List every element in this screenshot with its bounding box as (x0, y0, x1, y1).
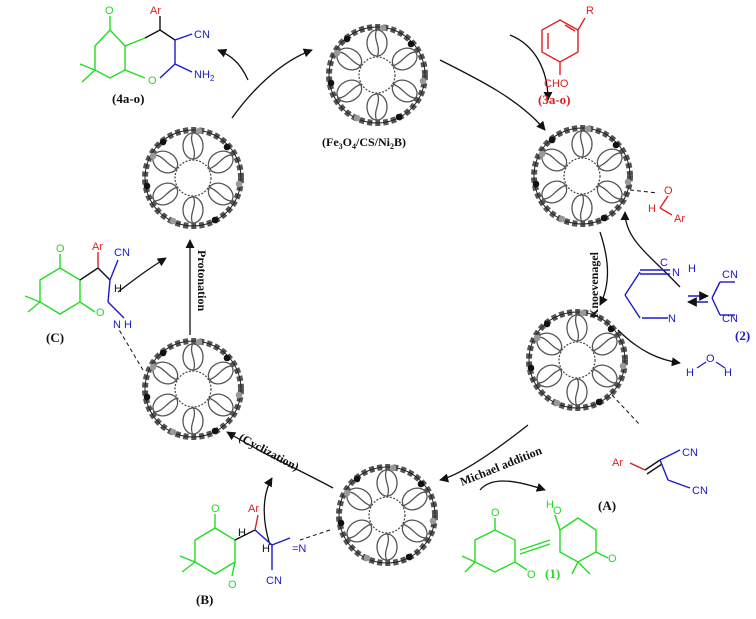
step-protonation: Protonation (195, 250, 209, 311)
arrow-left-to-top (231, 48, 313, 119)
aldehyde-structure (541, 17, 586, 75)
intermediate-c-h: H (114, 283, 122, 295)
aldehyde-r: R (586, 5, 594, 17)
catalyst-particle-bottom (338, 465, 437, 563)
intermediate-b-o-lower: O (228, 579, 237, 591)
intermediate-b-h2: H (262, 543, 270, 555)
water-structure (696, 361, 726, 369)
enol-ketone-o: O (608, 553, 617, 565)
product-nh2: NH2 (194, 69, 215, 83)
cycle-arrows (117, 34, 681, 546)
catalyst-particle-left-lower (144, 339, 243, 437)
intermediate-b-cn: CN (266, 575, 282, 587)
tautomer-n: N (672, 267, 680, 279)
intermediate-b-structure (179, 514, 291, 577)
enol-o: O (553, 505, 562, 517)
catalyst-particle-top (328, 25, 427, 123)
malononitrile-structures (624, 269, 735, 319)
tautomer-c: C (660, 257, 668, 269)
carbonyl-o: O (664, 185, 673, 197)
arrow-malononitrile-in (620, 211, 681, 288)
arrow-top-to-right (439, 59, 546, 131)
product-label: (4a-o) (112, 91, 145, 106)
malononitrile-label: (2) (735, 328, 750, 343)
arrow-aldehyde-in (509, 34, 553, 101)
activated-carbonyl (659, 195, 673, 216)
product-ring-o: O (148, 75, 157, 87)
arrow-c-to-protonation (117, 257, 167, 293)
arrow-knoevenagel (599, 231, 609, 306)
malononitrile-cn-lower: CN (722, 313, 738, 325)
intermediate-a-cn-upper: CN (682, 447, 698, 459)
step-knoevenagel: Knoevenagel (587, 251, 601, 318)
carbonyl-h: H (648, 203, 656, 215)
dimedone-o-lower: O (527, 569, 536, 581)
intermediate-c-label: (C) (46, 330, 64, 345)
step-cyclization: (Cyclization) (237, 430, 302, 473)
intermediate-c-ar: Ar (92, 241, 103, 253)
carbonyl-ar: Ar (674, 213, 685, 225)
intermediate-b-o-upper: O (211, 503, 220, 515)
intermediate-a-structure (629, 449, 691, 489)
intermediate-a-cn-lower: CN (692, 485, 708, 497)
intermediate-c-n: N (113, 319, 121, 331)
intermediate-c-nh: H (124, 319, 132, 331)
malononitrile-cn-upper: CN (722, 269, 738, 281)
dimedone-o-upper: O (491, 507, 500, 519)
tautomer-h: H (688, 263, 696, 275)
intermediate-c-ring-o: O (96, 307, 105, 319)
aldehyde-label: (3a-o) (538, 92, 571, 107)
intermediate-a-label: (A) (598, 498, 616, 513)
tautomer-cn-lower: N (668, 313, 676, 325)
dimedone-label: (1) (545, 566, 560, 581)
catalyst-particle-right-lower (528, 310, 627, 408)
enol-h: H (546, 499, 554, 511)
catalyst-particle-left-upper (144, 128, 243, 226)
intermediate-c-o: O (56, 243, 65, 255)
arrow-michael (439, 424, 529, 483)
aldehyde-cho: CHO (544, 78, 569, 90)
product-cn: CN (194, 29, 210, 41)
water-h-right: H (724, 367, 732, 379)
dimedone-structure (461, 514, 609, 575)
product-structure (79, 16, 193, 83)
arrow-water-out (617, 329, 681, 367)
intermediate-c-cn: CN (114, 247, 130, 259)
water-h-left: H (686, 367, 694, 379)
intermediate-c-structure (24, 252, 125, 319)
arrow-cyclization (226, 431, 334, 489)
water-o: O (706, 353, 715, 365)
intermediate-b-ar: Ar (248, 503, 259, 515)
arrow-dimedone-in (479, 480, 546, 492)
product-ketone-o: O (105, 5, 114, 17)
arrow-b-to-cyclization (263, 477, 273, 546)
intermediate-b-h: H (238, 527, 246, 539)
catalyst-label: (Fe3O4/CS/Ni2B) (322, 135, 406, 151)
intermediate-b-imine: =N (292, 543, 306, 555)
intermediate-a-ar: Ar (612, 457, 623, 469)
catalyst-particle-right-upper (533, 126, 632, 224)
intermediate-b-label: (B) (196, 592, 213, 607)
arrow-product-out (217, 48, 249, 81)
catalyst-interaction-lines (117, 189, 659, 541)
product-ar: Ar (150, 5, 161, 17)
